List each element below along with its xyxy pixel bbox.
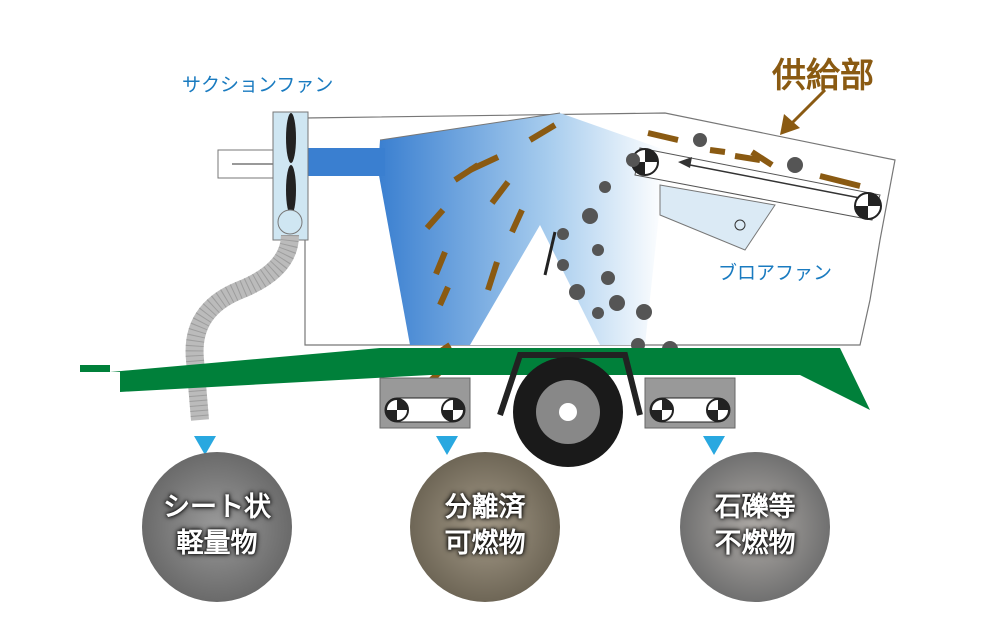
- output-line: 不燃物: [714, 528, 796, 559]
- output-line: シート状: [163, 492, 271, 523]
- output-arrow-icon: [703, 436, 725, 455]
- output-photo-noncombustible: [680, 452, 830, 602]
- light-material: [417, 122, 861, 393]
- feeder-arrow-icon: [780, 114, 800, 135]
- air-chamber: [378, 113, 665, 345]
- lower-conveyor-right: [644, 377, 736, 429]
- output-line: 分離済: [444, 492, 526, 523]
- output-photo-combustible: [410, 452, 560, 602]
- output-line: 可燃物: [444, 528, 526, 559]
- suction-fan-label: サクションファン: [182, 74, 334, 96]
- blower-fan-label: ブロアファン: [718, 262, 833, 284]
- feed-conveyor: [631, 147, 882, 221]
- blower-fan-box: [659, 184, 776, 251]
- duct: [305, 148, 385, 176]
- output-line: 軽量物: [176, 528, 258, 559]
- lower-conveyor-left: [379, 377, 471, 429]
- feeder-label: 供給部: [772, 56, 874, 96]
- output-arrow-icon: [436, 436, 458, 455]
- output-noncombustible-label: 石礫等 不燃物: [680, 490, 830, 562]
- output-combustible-label: 分離済 可燃物: [410, 490, 560, 562]
- truck-frame: [80, 348, 870, 410]
- suction-hose: [185, 234, 299, 421]
- output-arrow-icon: [194, 436, 216, 455]
- output-light-label: シート状 軽量物: [142, 490, 292, 562]
- output-photo-light: [142, 452, 292, 602]
- output-line: 石礫等: [714, 492, 796, 523]
